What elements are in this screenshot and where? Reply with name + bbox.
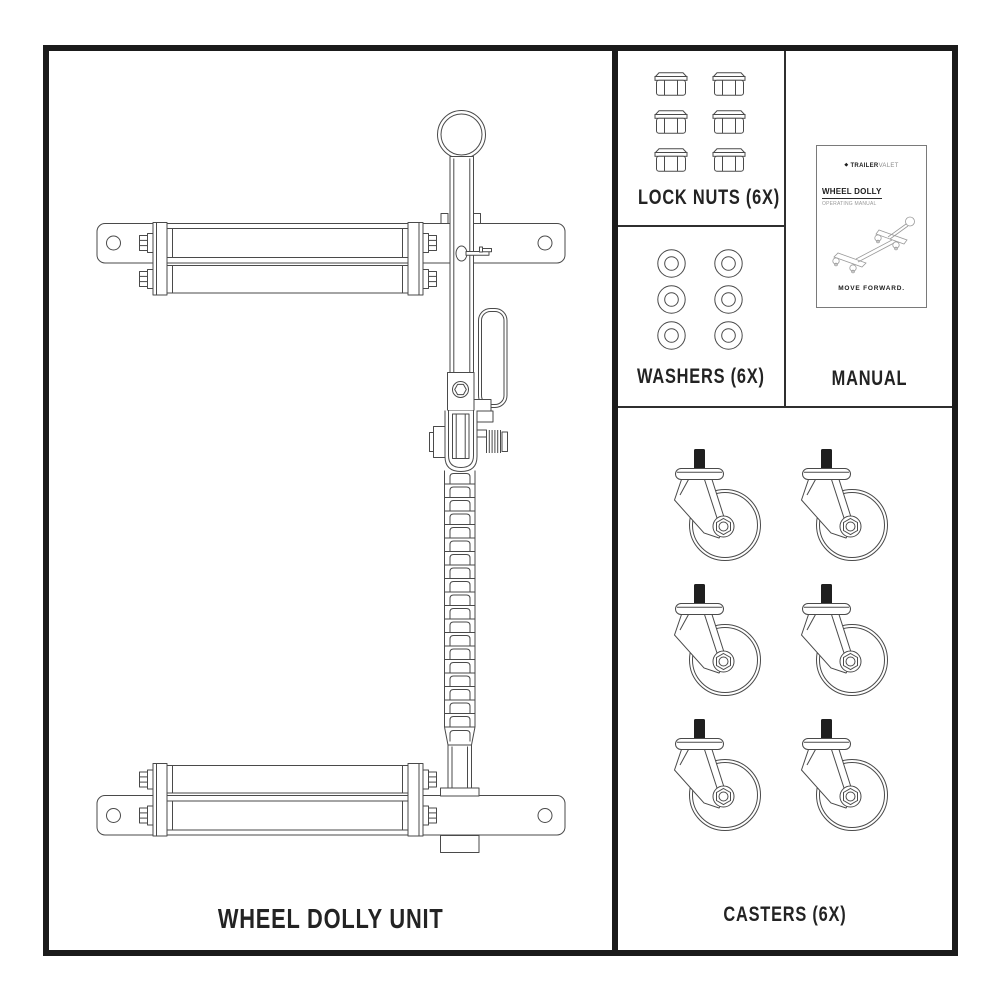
brand-name-light: VALET — [878, 163, 899, 169]
casters-label: CASTERS (6X) — [618, 902, 952, 928]
lock-nuts-panel: LOCK NUTS (6X) — [618, 51, 786, 227]
washer-icon — [657, 249, 686, 278]
washers-grid — [657, 249, 743, 350]
washer-icon — [714, 249, 743, 278]
wheel-dolly-label: WHEEL DOLLY UNIT — [49, 902, 612, 936]
caster-icon — [667, 448, 763, 561]
washers-label: WASHERS (6X) — [618, 364, 784, 390]
caster-icon — [794, 583, 890, 696]
lock-nut-icon — [654, 148, 688, 172]
caster-icon — [667, 583, 763, 696]
brand-logo: ◆ TRAILERVALET — [817, 162, 926, 170]
manual-cover-subtitle: OPERATING MANUAL — [822, 201, 877, 207]
washers-label-text: WASHERS (6X) — [637, 365, 765, 388]
lock-nuts-label-text: LOCK NUTS (6X) — [638, 186, 780, 209]
wheel-dolly-diagram — [49, 110, 612, 853]
manual-cover-illustration — [832, 216, 915, 274]
lock-nut-icon — [654, 110, 688, 134]
wheel-dolly-label-text: WHEEL DOLLY UNIT — [217, 903, 444, 934]
lock-nut-icon — [712, 110, 746, 134]
caster-icon — [794, 448, 890, 561]
manual-cover-title: WHEEL DOLLY — [822, 187, 882, 199]
lock-nut-icon — [712, 148, 746, 172]
lock-nut-icon — [654, 72, 688, 96]
brand-logo-icon: ◆ — [844, 162, 849, 168]
panel-divider-vertical — [612, 51, 618, 950]
caster-icon — [667, 718, 763, 831]
manual-panel: ◆ TRAILERVALET WHEEL DOLLY OPERATING MAN… — [786, 51, 952, 408]
washer-icon — [657, 285, 686, 314]
washer-icon — [657, 321, 686, 350]
casters-grid — [667, 448, 890, 831]
manual-label: MANUAL — [786, 366, 952, 392]
manual-cover: ◆ TRAILERVALET WHEEL DOLLY OPERATING MAN… — [816, 145, 927, 308]
wheel-dolly-panel: WHEEL DOLLY UNIT — [49, 51, 612, 950]
manual-label-text: MANUAL — [831, 367, 907, 390]
casters-label-text: CASTERS (6X) — [723, 903, 847, 926]
lock-nuts-grid — [654, 72, 746, 172]
manual-cover-tagline: MOVE FORWARD. — [838, 285, 905, 292]
washers-panel: WASHERS (6X) — [618, 227, 786, 408]
casters-panel: CASTERS (6X) — [618, 408, 952, 950]
lock-nuts-label: LOCK NUTS (6X) — [618, 185, 784, 211]
washer-icon — [714, 285, 743, 314]
lock-nut-icon — [712, 72, 746, 96]
caster-icon — [794, 718, 890, 831]
brand-name-bold: TRAILER — [850, 163, 879, 169]
washer-icon — [714, 321, 743, 350]
